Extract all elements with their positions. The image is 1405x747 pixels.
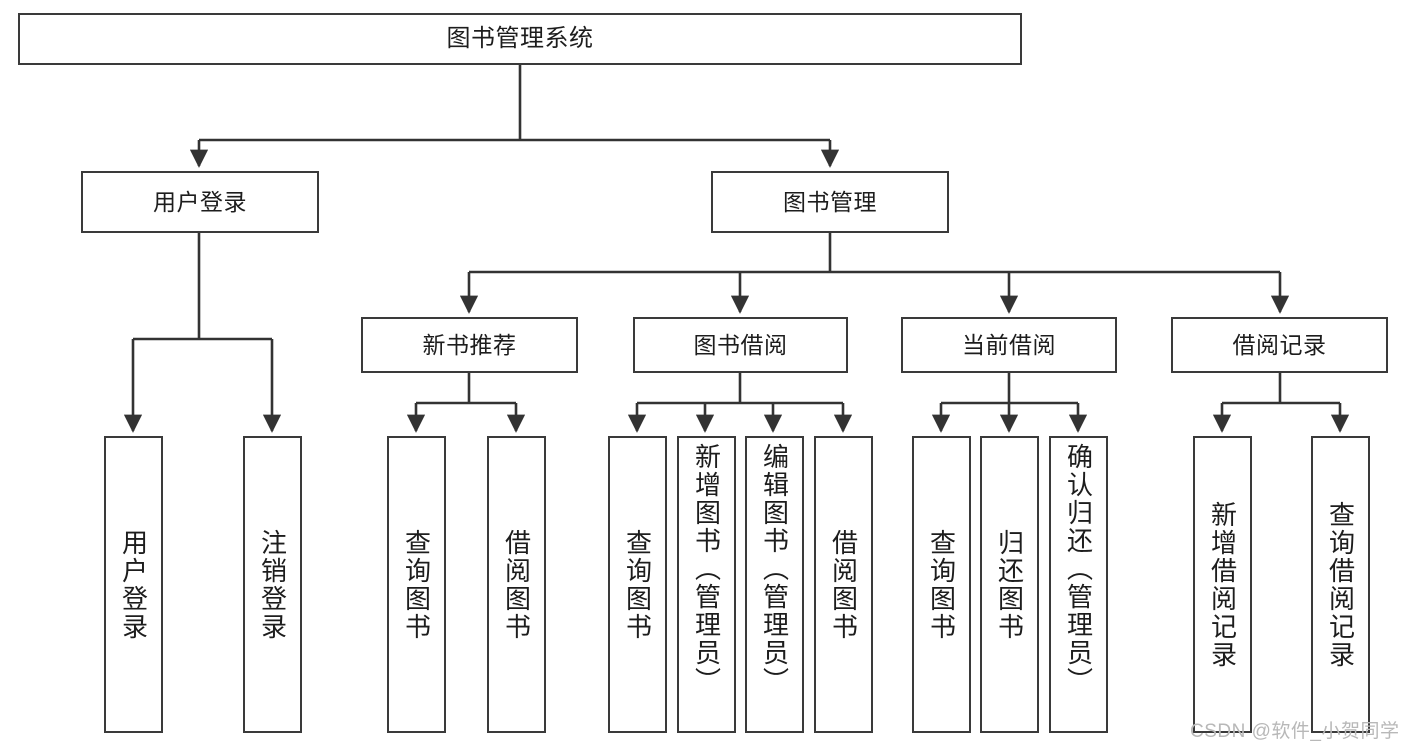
node-book-manage[interactable]: 图书管理 — [711, 171, 949, 233]
node-leaf-add-book-label: 新增图书（管理员） — [691, 443, 722, 695]
node-leaf-borrow-book-2[interactable]: 借阅图书 — [814, 436, 873, 733]
node-leaf-add-book[interactable]: 新增图书（管理员） — [677, 436, 736, 733]
node-leaf-borrow-book-2-label: 借阅图书 — [828, 528, 859, 641]
node-book-borrow-label: 图书借阅 — [693, 331, 788, 358]
node-leaf-query-book-1[interactable]: 查询图书 — [387, 436, 446, 733]
node-leaf-query-book-3-label: 查询图书 — [926, 528, 957, 641]
node-current-borrow[interactable]: 当前借阅 — [901, 317, 1117, 373]
node-leaf-query-record-label: 查询借阅记录 — [1325, 500, 1356, 669]
node-leaf-return-book[interactable]: 归还图书 — [980, 436, 1039, 733]
node-new-book-rec-label: 新书推荐 — [422, 331, 517, 358]
node-borrow-record-label: 借阅记录 — [1232, 331, 1327, 358]
node-root-label: 图书管理系统 — [446, 25, 594, 53]
node-leaf-query-book-2[interactable]: 查询图书 — [608, 436, 667, 733]
node-leaf-confirm-return[interactable]: 确认归还（管理员） — [1049, 436, 1108, 733]
node-borrow-record[interactable]: 借阅记录 — [1171, 317, 1388, 373]
node-leaf-add-record[interactable]: 新增借阅记录 — [1193, 436, 1252, 733]
node-book-manage-label: 图书管理 — [783, 188, 877, 215]
node-leaf-return-book-label: 归还图书 — [994, 528, 1025, 641]
node-leaf-user-logout[interactable]: 注销登录 — [243, 436, 302, 733]
node-root[interactable]: 图书管理系统 — [18, 13, 1022, 65]
node-leaf-edit-book[interactable]: 编辑图书（管理员） — [745, 436, 804, 733]
node-leaf-query-record[interactable]: 查询借阅记录 — [1311, 436, 1370, 733]
node-book-borrow[interactable]: 图书借阅 — [633, 317, 848, 373]
node-leaf-add-record-label: 新增借阅记录 — [1207, 500, 1238, 669]
node-leaf-query-book-2-label: 查询图书 — [622, 528, 653, 641]
node-new-book-rec[interactable]: 新书推荐 — [361, 317, 578, 373]
node-leaf-user-logout-label: 注销登录 — [257, 528, 288, 641]
node-current-borrow-label: 当前借阅 — [962, 331, 1056, 358]
node-leaf-user-login[interactable]: 用户登录 — [104, 436, 163, 733]
node-user-login[interactable]: 用户登录 — [81, 171, 319, 233]
node-leaf-query-book-3[interactable]: 查询图书 — [912, 436, 971, 733]
node-leaf-user-login-label: 用户登录 — [118, 528, 149, 641]
csdn-watermark: CSDN @软件_小贺同学 — [1190, 721, 1400, 742]
node-leaf-confirm-return-label: 确认归还（管理员） — [1063, 443, 1094, 695]
node-leaf-edit-book-label: 编辑图书（管理员） — [759, 443, 790, 695]
node-leaf-borrow-book-1[interactable]: 借阅图书 — [487, 436, 546, 733]
node-leaf-borrow-book-1-label: 借阅图书 — [501, 528, 532, 641]
node-leaf-query-book-1-label: 查询图书 — [401, 528, 432, 641]
node-user-login-label: 用户登录 — [153, 188, 247, 215]
